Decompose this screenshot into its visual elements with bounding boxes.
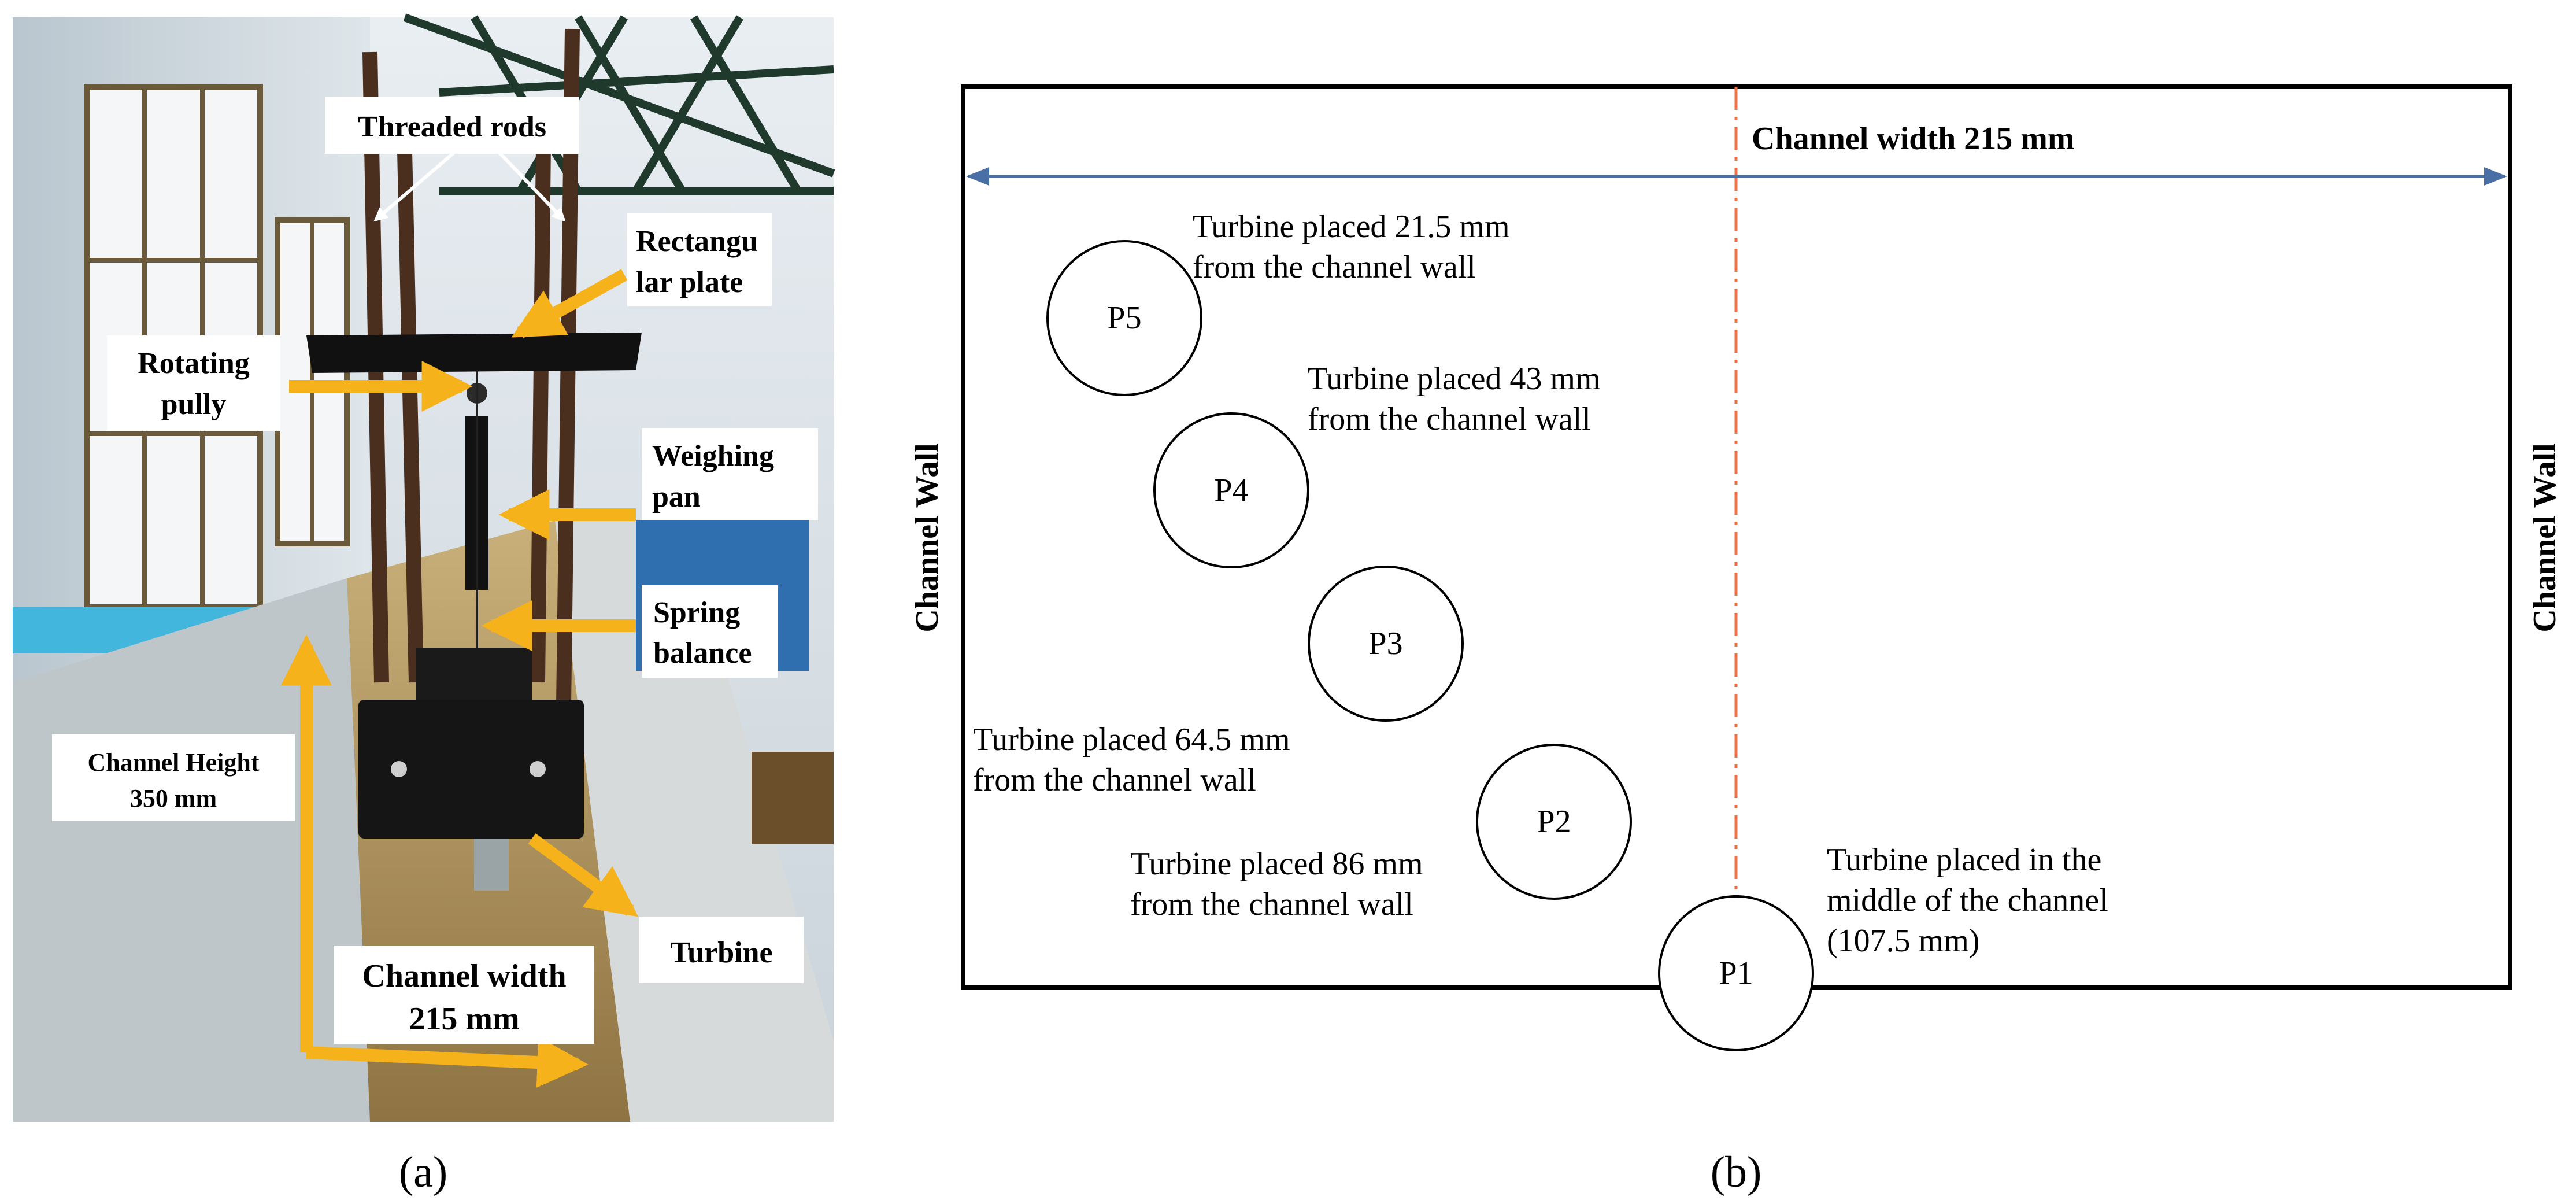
p1-desc-line3: (107.5 mm) <box>1827 923 1979 959</box>
label-spring-balance-2: balance <box>653 637 752 670</box>
p3-desc-line1: Turbine placed 64.5 mm <box>973 722 1290 758</box>
label-weighing-pan-2: pan <box>652 481 701 514</box>
equipment-graphic <box>752 752 834 844</box>
left-channel-wall-label: Channel Wall <box>909 443 945 632</box>
rectangular-plate-graphic <box>306 333 642 373</box>
p2-label: P2 <box>1537 804 1571 840</box>
channel-width-label: Channel width 215 mm <box>1752 121 2075 157</box>
turbine-position-p5 <box>1046 240 1202 396</box>
label-box <box>325 97 579 154</box>
channel-left-wall-graphic <box>13 578 393 1122</box>
label-rotating-pully-1: Rotating <box>138 347 250 380</box>
turbine-shaft-graphic <box>474 839 509 891</box>
p2-desc-line2: from the channel wall <box>1130 887 1413 922</box>
label-channel-width-2: 215 mm <box>409 1001 519 1037</box>
panel-a-labels: Threaded rods Rectangu lar plate Rotatin… <box>52 97 818 1044</box>
label-box <box>627 213 772 306</box>
caption-a: (a) <box>399 1148 447 1196</box>
bolt-graphic <box>391 761 407 777</box>
label-box <box>334 946 594 1044</box>
p4-label: P4 <box>1214 472 1248 508</box>
arrow-channel-width <box>306 1037 589 1088</box>
turbine-frame-graphic <box>416 648 532 700</box>
p3-desc-line2: from the channel wall <box>973 762 1256 798</box>
p2-desc-line1: Turbine placed 86 mm <box>1130 846 1423 882</box>
label-box <box>52 734 295 821</box>
p3-label: P3 <box>1368 626 1402 662</box>
right-channel-wall-label: Channel Wall <box>2527 443 2563 632</box>
label-box <box>642 428 818 520</box>
label-threaded-rods: Threaded rods <box>358 110 546 143</box>
label-channel-height-2: 350 mm <box>130 784 217 812</box>
p5-label: P5 <box>1107 300 1141 336</box>
label-channel-height-1: Channel Height <box>87 748 259 777</box>
turbine-position-p4 <box>1153 412 1309 568</box>
arrow-turbine <box>528 833 639 917</box>
caption-b: (b) <box>1711 1148 1762 1196</box>
turbine-position-p3 <box>1308 566 1464 722</box>
label-box <box>107 335 280 431</box>
label-rectangular-plate-1: Rectangu <box>636 225 758 258</box>
turbine-position-p2 <box>1476 744 1632 900</box>
panel-a-arrows <box>281 269 639 1088</box>
label-spring-balance-1: Spring <box>653 596 740 629</box>
threaded-rod-pointers <box>373 149 566 222</box>
label-channel-width-1: Channel width <box>362 958 566 994</box>
p1-label: P1 <box>1719 955 1753 991</box>
bolt-graphic <box>530 761 546 777</box>
p4-desc-line1: Turbine placed 43 mm <box>1308 361 1601 397</box>
p5-desc-line2: from the channel wall <box>1193 249 1476 285</box>
panel-b-schematic: Channel width 215 mm Channel Wall Channe… <box>909 84 2563 1051</box>
p5-desc-line1: Turbine placed 21.5 mm <box>1193 209 1510 245</box>
turbine-position-p1 <box>1658 895 1814 1051</box>
arrow-rectangular-plate <box>511 269 628 338</box>
label-weighing-pan-1: Weighing <box>652 440 774 472</box>
p1-desc-line1: Turbine placed in the <box>1827 842 2101 878</box>
label-rectangular-plate-2: lar plate <box>636 266 743 299</box>
label-rotating-pully-2: pully <box>161 388 227 421</box>
p4-desc-line2: from the channel wall <box>1308 401 1591 437</box>
p1-desc-line2: middle of the channel <box>1827 882 2108 918</box>
label-box <box>642 585 778 678</box>
label-box <box>639 917 804 983</box>
label-turbine: Turbine <box>670 936 772 969</box>
turbine-housing-graphic <box>358 700 584 839</box>
